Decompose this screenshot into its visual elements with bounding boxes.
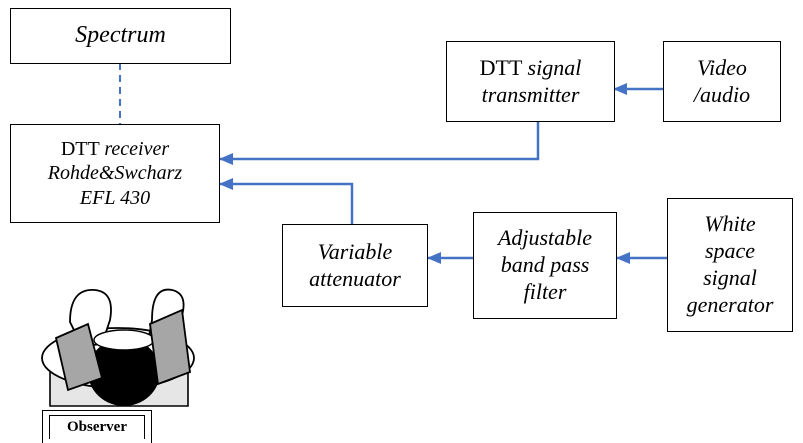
observer-label-frame: Observer: [42, 410, 152, 443]
filter-box: Adjustable band pass filter: [473, 212, 617, 319]
filter-line1: Adjustable: [497, 225, 593, 251]
observer-icon: [41, 288, 195, 407]
generator-line2: space: [704, 238, 756, 264]
attenuator-box: Variable attenuator: [282, 224, 428, 307]
video-line1: Video: [697, 54, 747, 80]
receiver-word: receiver: [104, 137, 170, 160]
transmitter-signal: signal: [527, 54, 582, 80]
arrow-attenuator-to-receiver: [219, 178, 354, 224]
transmitter-line1: DTT signal: [480, 55, 582, 82]
video-line2: /audio: [693, 81, 751, 107]
generator-box: White space signal generator: [667, 198, 793, 332]
observer-label: Observer: [49, 415, 145, 439]
filter-line2: band pass: [500, 252, 590, 278]
receiver-line2: Rohde&Swcharz: [47, 162, 183, 185]
transmitter-box: DTT signal transmitter: [446, 41, 615, 122]
generator-line1: White: [704, 211, 756, 237]
spectrum-box: Spectrum: [10, 8, 231, 64]
attenuator-line1: Variable: [317, 238, 393, 264]
video-audio-box: Video /audio: [663, 41, 781, 122]
receiver-line1: DTT receiver: [61, 137, 169, 161]
receiver-dtt: DTT: [60, 137, 105, 160]
spectrum-label: Spectrum: [75, 22, 166, 49]
arrow-transmitter-to-receiver: [219, 121, 540, 165]
generator-line3: signal: [703, 265, 757, 290]
receiver-box: DTT receiver Rohde&Swcharz EFL 430: [10, 124, 220, 223]
transmitter-dtt: DTT: [479, 54, 528, 80]
filter-line3: filter: [523, 278, 567, 304]
attenuator-line2: attenuator: [309, 265, 401, 291]
generator-line4: generator: [686, 291, 774, 317]
receiver-line3: EFL 430: [79, 186, 151, 209]
transmitter-line2: transmitter: [481, 81, 580, 107]
